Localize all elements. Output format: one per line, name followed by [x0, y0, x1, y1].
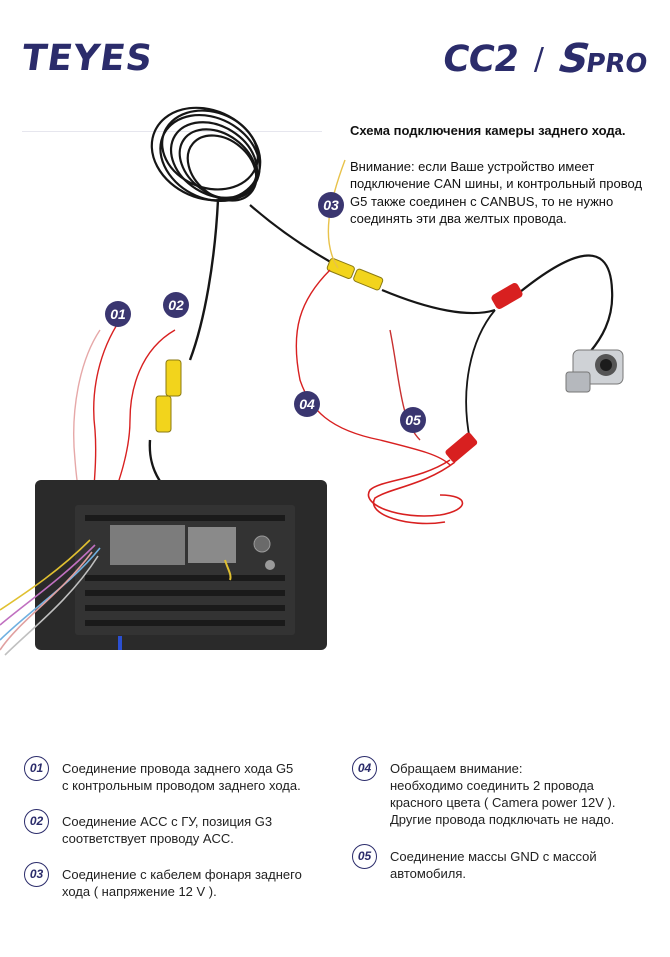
- badge-03-label: 03: [323, 197, 339, 213]
- rear-camera: [565, 349, 624, 393]
- badge-04: 04: [294, 391, 320, 417]
- legend-num-04: 04: [352, 756, 377, 781]
- badge-04-label: 04: [299, 396, 315, 412]
- legend-num-02: 02: [24, 809, 49, 834]
- head-unit: [35, 480, 327, 650]
- header-divider: [22, 131, 322, 132]
- badge-01-label: 01: [110, 306, 126, 322]
- legend-num-05: 05: [352, 844, 377, 869]
- wiring-harness: [0, 539, 101, 656]
- badge-02-label: 02: [168, 297, 184, 313]
- black-cable-to-camera: [249, 204, 614, 353]
- badge-05: 05: [400, 407, 426, 433]
- yellow-rca-connector: [326, 257, 384, 291]
- badge-03: 03: [318, 192, 344, 218]
- legend-text-01: Соединение провода заднего хода G5 с кон…: [62, 761, 301, 793]
- model-logo: CC2 / SPRO: [440, 36, 649, 82]
- red-connector: [491, 283, 523, 309]
- legend-item-03: 03 Соединение с кабелем фонаря заднего х…: [24, 862, 324, 900]
- badge-02: 02: [163, 292, 189, 318]
- model-separator: /: [533, 41, 544, 77]
- legend-num-03: 03: [24, 862, 49, 887]
- red-power-connector: [445, 432, 478, 463]
- black-cable-to-unit: [148, 199, 220, 521]
- legend-item-04: 04 Обращаем внимание: необходимо соедини…: [352, 756, 657, 828]
- black-cable-loop: [465, 309, 496, 441]
- legend-item-01: 01 Соединение провода заднего хода G5 с …: [24, 756, 324, 794]
- legend-text-05: Соединение массы GND с массой автомобиля…: [390, 849, 597, 881]
- legend-left: 01 Соединение провода заднего хода G5 с …: [24, 756, 324, 900]
- wiring-diagram: 01 02 03 04 05: [0, 106, 624, 656]
- legend-item-05: 05 Соединение массы GND с массой автомоб…: [352, 844, 657, 882]
- legend-item-02: 02 Соединение ACC с ГУ, позиция G3 соотв…: [24, 809, 324, 847]
- legend-text-03: Соединение с кабелем фонаря заднего хода…: [62, 867, 302, 899]
- legend-right: 04 Обращаем внимание: необходимо соедини…: [352, 756, 657, 882]
- diagram-title: Схема подключения камеры заднего хода.: [350, 123, 626, 138]
- yellow-wire-into-unit: [224, 559, 232, 581]
- yellow-rca-to-unit: [155, 359, 182, 433]
- canbus-note: Внимание: если Ваше устройство имеет под…: [350, 158, 643, 227]
- legend-text-02: Соединение ACC с ГУ, позиция G3 соответс…: [62, 814, 273, 846]
- badge-01: 01: [105, 301, 131, 327]
- badge-05-label: 05: [405, 412, 421, 428]
- legend-num-01: 01: [24, 756, 49, 781]
- coiled-cable: [150, 106, 262, 203]
- info-block: Схема подключения камеры заднего хода. В…: [350, 122, 655, 228]
- red-wire-bundle: [367, 459, 464, 525]
- legend-text-04: Обращаем внимание: необходимо соединить …: [390, 761, 616, 827]
